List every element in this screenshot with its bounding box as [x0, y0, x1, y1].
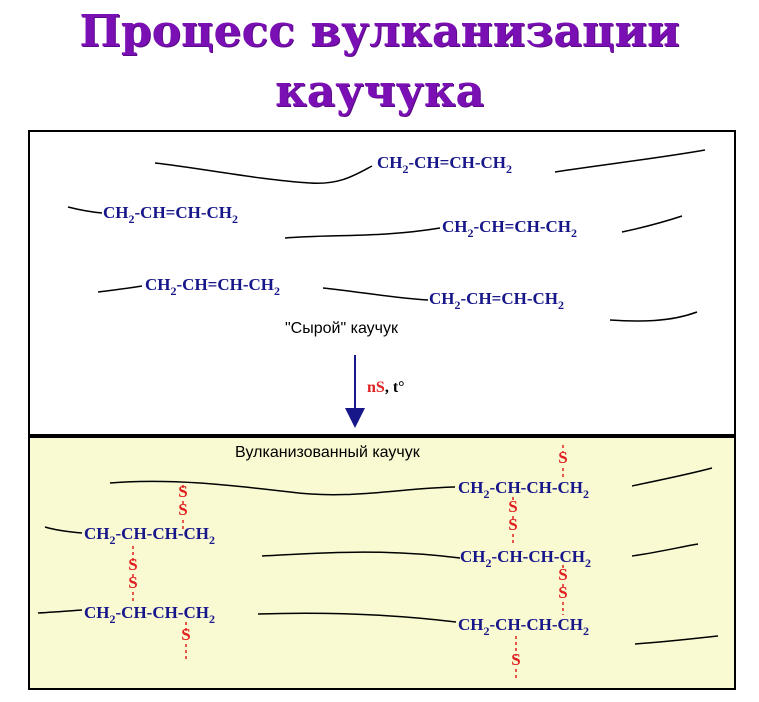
- vulc-unit-1: CH2-CH-CH-CH2: [458, 478, 589, 501]
- sulfur-atom: S: [508, 515, 517, 534]
- vulcanized-rubber-caption: Вулканизованный каучук: [235, 444, 421, 461]
- title-line-1: Процесс вулканизации: [79, 6, 680, 57]
- sulfur-atom: S: [128, 555, 137, 574]
- vulcanized-rubber-panel: [28, 436, 736, 690]
- sulfur-atom: S: [558, 448, 567, 467]
- reaction-conditions: nS,t°: [367, 379, 405, 396]
- raw-unit-1: CH2-CH=CH-CH2: [377, 153, 512, 176]
- raw-unit-4: CH2-CH=CH-CH2: [145, 275, 280, 298]
- vulc-chain-1: [109, 467, 713, 496]
- sulfur-atom: S: [558, 583, 567, 602]
- sulfur-atom: S: [178, 500, 187, 519]
- sulfur-atom: S: [558, 565, 567, 584]
- raw-unit-5: CH2-CH=CH-CH2: [429, 289, 564, 312]
- sulfur-atom: S: [508, 497, 517, 516]
- sulfur-atom: S: [511, 650, 520, 669]
- vulc-unit-5: CH2-CH-CH-CH2: [458, 615, 589, 638]
- vulc-unit-4: CH2-CH-CH-CH2: [84, 603, 215, 626]
- vulc-unit-2: CH2-CH-CH-CH2: [84, 524, 215, 547]
- raw-unit-2: CH2-CH=CH-CH2: [103, 203, 238, 226]
- vulc-chain-2: [44, 526, 699, 559]
- raw-rubber-caption: "Сырой" каучук: [285, 320, 399, 337]
- raw-chain-1: [154, 149, 706, 184]
- raw-chain-2: [67, 206, 683, 239]
- title-line-2: каучука: [274, 66, 485, 117]
- vulc-chain-3: [37, 609, 719, 645]
- sulfur-atom: S: [178, 482, 187, 501]
- sulfur-atom: S: [181, 625, 190, 644]
- raw-unit-3: CH2-CH=CH-CH2: [442, 217, 577, 240]
- raw-rubber-panel: [28, 130, 736, 436]
- raw-chain-3: [97, 285, 698, 322]
- sulfur-atom: S: [128, 573, 137, 592]
- vulc-unit-3: CH2-CH-CH-CH2: [460, 547, 591, 570]
